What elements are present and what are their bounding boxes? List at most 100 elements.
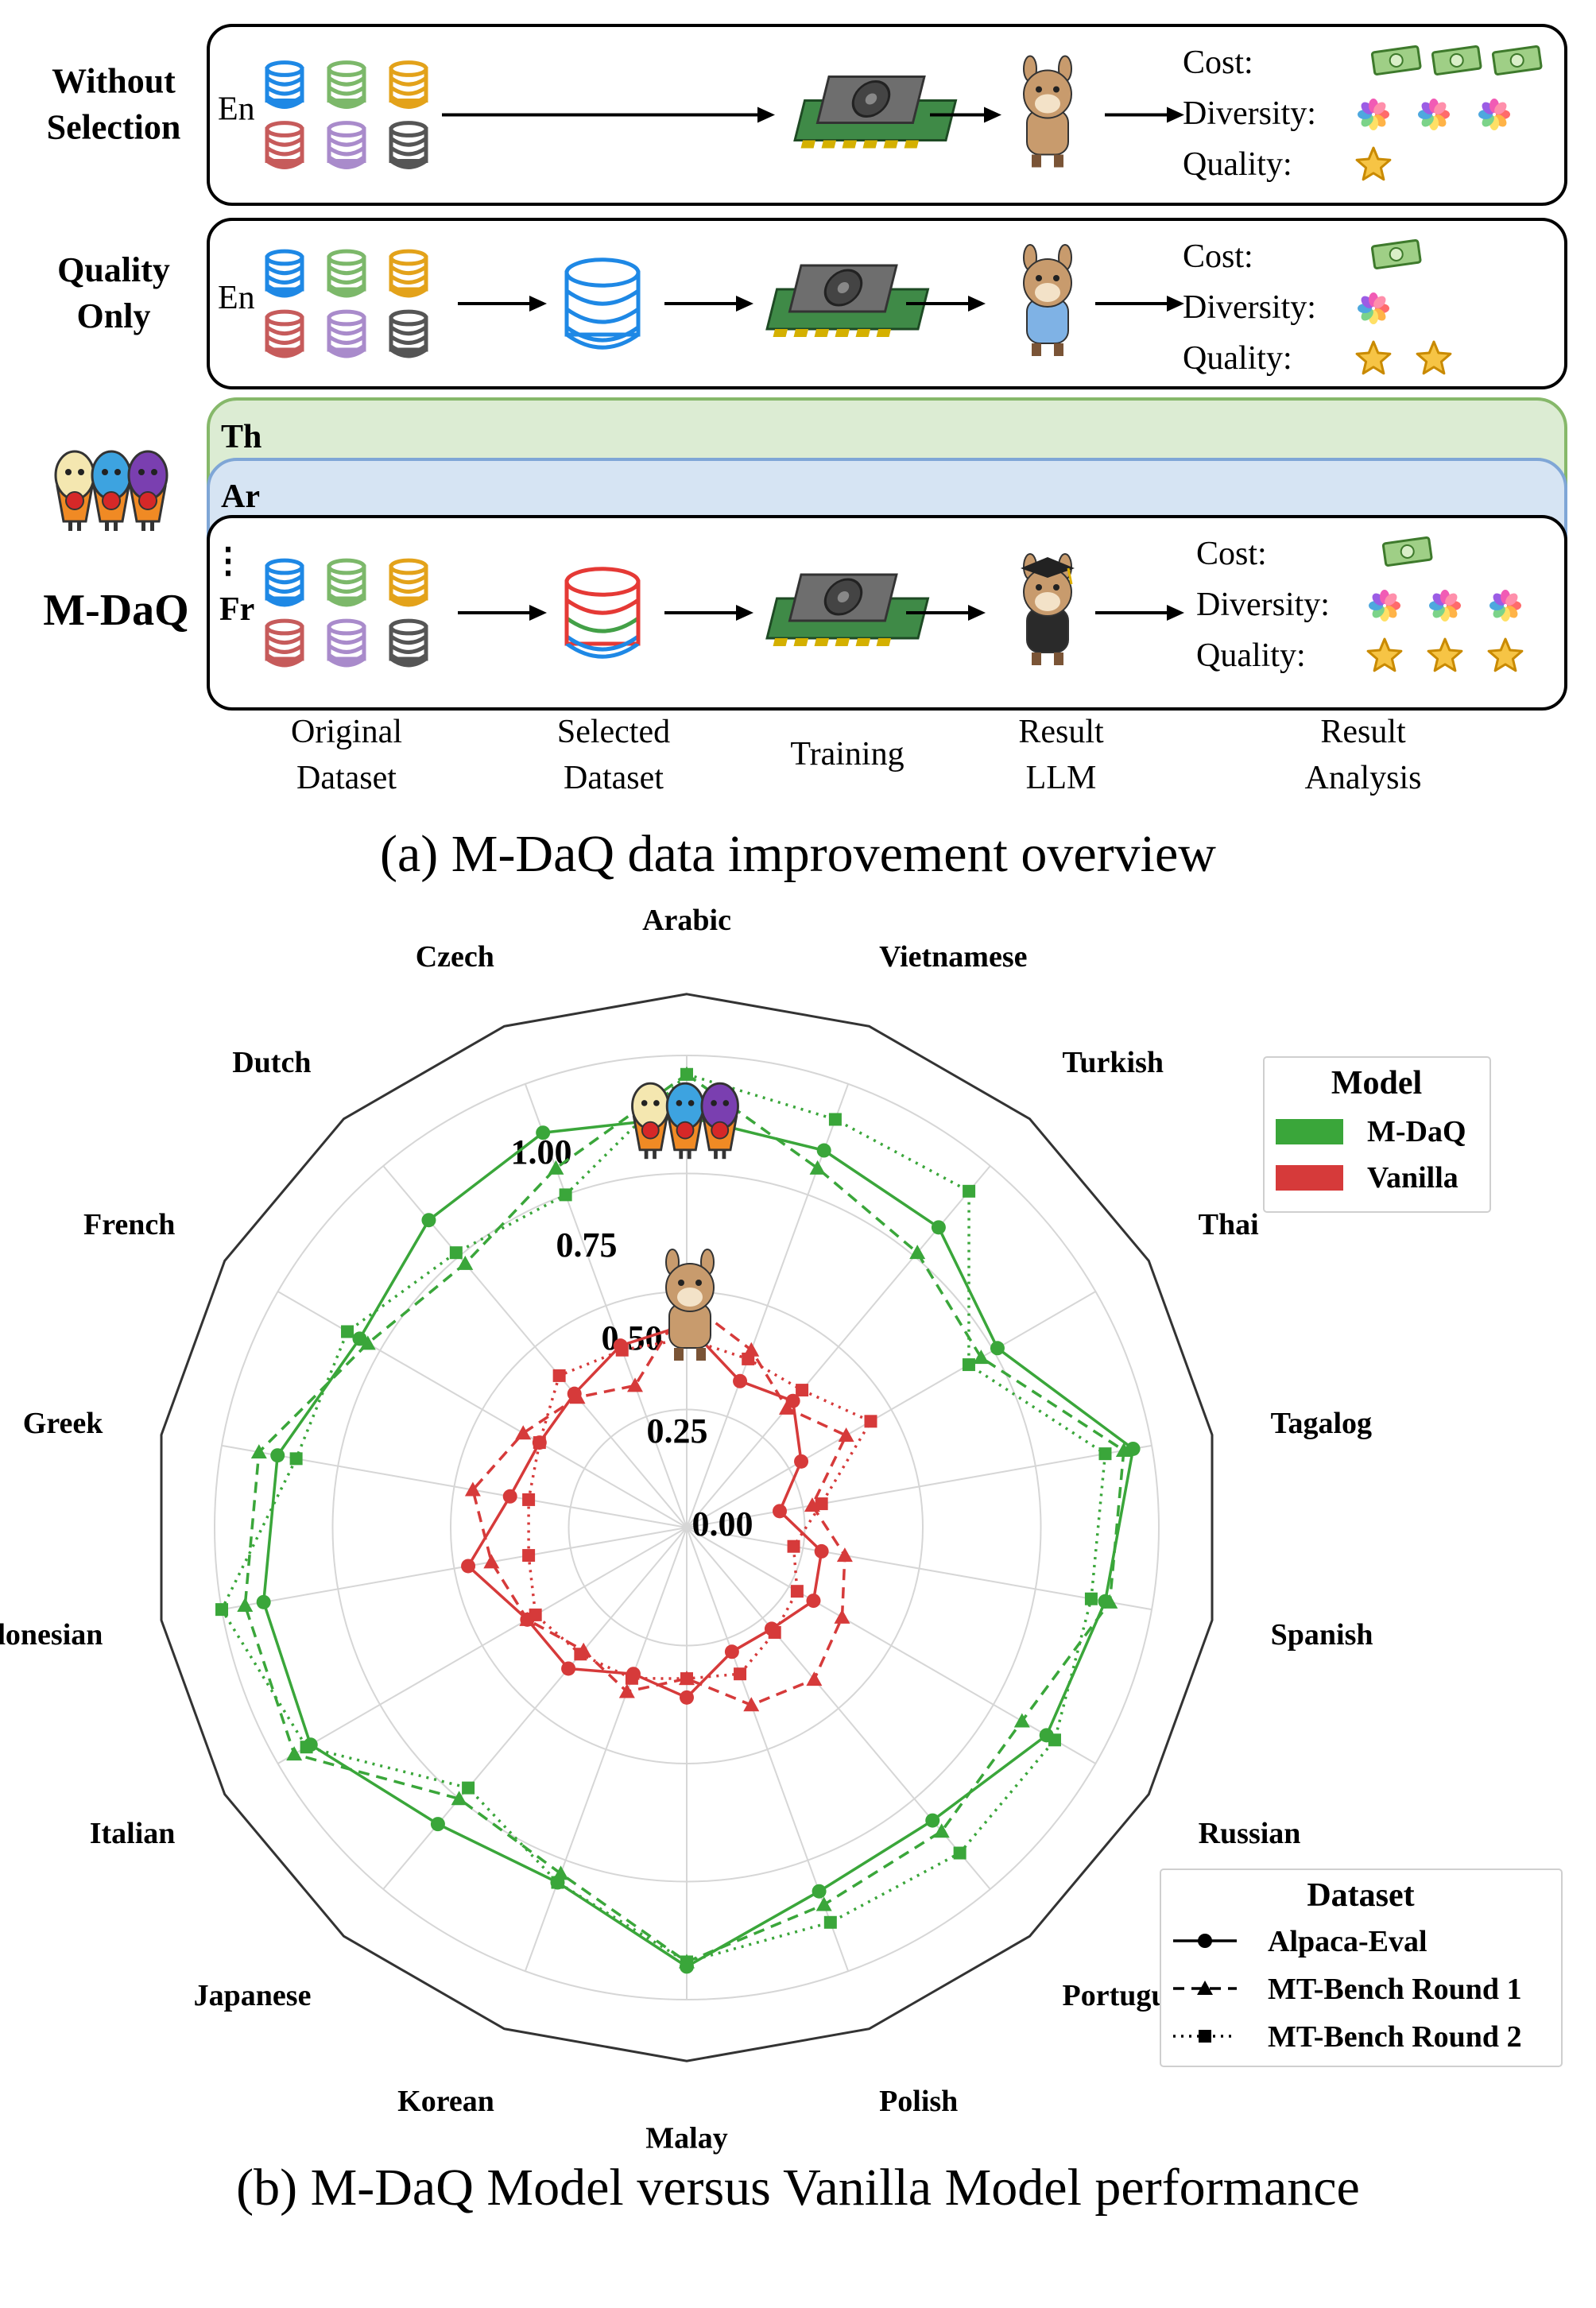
- stage-label-line1: Original: [291, 714, 402, 750]
- money-icon: [1370, 238, 1422, 269]
- cylinder-band: [327, 344, 366, 354]
- flower-petal: [1445, 593, 1458, 606]
- figure-a-caption: (a) M-DaQ data improvement overview: [380, 825, 1216, 883]
- row-label: M-DaQ: [43, 586, 189, 635]
- mascot-leg: [722, 1149, 726, 1160]
- star-icon: [1355, 340, 1392, 375]
- cylinder-band: [565, 634, 640, 652]
- data-point-square: [215, 1603, 229, 1617]
- radial-tick-label: 0.00: [692, 1504, 753, 1543]
- llama-eye: [678, 1280, 684, 1286]
- data-point-square: [953, 1846, 967, 1860]
- cylinder-band: [265, 137, 304, 147]
- cylinder-band: [327, 325, 366, 336]
- mascot-leg: [114, 521, 118, 531]
- cylinder-top: [327, 558, 366, 575]
- data-point-circle: [785, 1393, 800, 1408]
- money-seal: [1389, 52, 1404, 68]
- llama-leg: [1032, 154, 1041, 168]
- cylinder-band: [265, 85, 304, 96]
- database-icon: [389, 309, 428, 358]
- category-label: French: [83, 1208, 175, 1241]
- mascot-eye: [65, 469, 72, 475]
- legend-title: Dataset: [1307, 1877, 1414, 1914]
- star-icon: [1355, 146, 1392, 181]
- arrow-head-icon: [968, 605, 986, 621]
- money-seal: [1400, 544, 1415, 559]
- ellipsis-icon: ⋮: [211, 541, 246, 580]
- data-point-triangle: [286, 1746, 303, 1761]
- data-point-circle: [502, 1489, 517, 1504]
- data-point-triangle: [909, 1245, 926, 1260]
- star-icon: [1366, 637, 1403, 672]
- cylinder-bottom: [265, 656, 304, 668]
- category-label: Vietnamese: [879, 940, 1027, 974]
- data-point-circle: [561, 1661, 576, 1676]
- cylinder-bottom: [389, 99, 428, 109]
- mascot-eye: [688, 1100, 695, 1106]
- cylinder-band: [389, 274, 428, 285]
- llama-leg: [1054, 343, 1063, 356]
- data-point-triangle: [834, 1609, 850, 1624]
- llama-leg: [696, 1348, 706, 1361]
- cylinder-bottom: [389, 347, 428, 358]
- data-point-square: [962, 1358, 975, 1372]
- database-icon: [265, 60, 304, 109]
- radar-spoke: [277, 1527, 688, 1764]
- mascot-badge: [711, 1121, 730, 1140]
- gpu-pin: [842, 140, 858, 149]
- grad-tassel: [1067, 567, 1073, 585]
- arrow-head-icon: [736, 296, 753, 312]
- mascot-badge: [138, 491, 157, 510]
- radial-tick-label: 0.50: [602, 1319, 663, 1357]
- llama-eye: [1036, 86, 1042, 93]
- data-point-circle: [1125, 1441, 1141, 1456]
- radar-spoke: [686, 1444, 1152, 1528]
- cost-label: Cost:: [1183, 238, 1253, 275]
- category-label: Korean: [397, 2085, 494, 2118]
- llama-leg: [1032, 343, 1041, 356]
- radar-spoke: [686, 1083, 850, 1528]
- cylinder-bottom: [265, 99, 304, 109]
- flower-petal: [1373, 296, 1386, 308]
- category-label: Polish: [879, 2085, 958, 2118]
- cylinder-top: [389, 249, 428, 266]
- cylinder-band: [389, 145, 428, 157]
- cylinder-band: [265, 284, 304, 294]
- database-icon: [327, 558, 366, 607]
- cylinder-band: [265, 634, 304, 645]
- data-point-square: [552, 1369, 566, 1382]
- mascot-eye: [722, 1100, 730, 1106]
- data-point-triangle: [778, 1400, 795, 1415]
- data-point-square: [529, 1608, 542, 1621]
- gpu-pin: [855, 638, 871, 646]
- llama-eye: [1053, 584, 1059, 591]
- data-point-triangle: [618, 1683, 635, 1698]
- data-point-triangle: [1102, 1594, 1118, 1609]
- cylinder-band: [327, 155, 366, 166]
- data-point-square: [680, 1672, 693, 1686]
- flower-icon: [1418, 99, 1450, 130]
- data-point-circle: [931, 1220, 946, 1235]
- cylinder-top: [327, 60, 366, 77]
- data-point-square: [768, 1625, 781, 1639]
- database-icon: [265, 558, 304, 607]
- legend-item-label: MT-Bench Round 2: [1268, 2020, 1522, 2054]
- cylinder-band: [389, 95, 428, 106]
- cylinder-bottom: [565, 641, 640, 659]
- radar-series: [215, 1067, 1112, 1969]
- radar-spoke: [686, 1527, 1152, 1611]
- data-point-square: [522, 1493, 536, 1506]
- flower-petal: [1434, 102, 1447, 114]
- mascot-leg: [714, 1149, 718, 1160]
- money-icon: [1370, 45, 1422, 76]
- flower-icon: [1478, 99, 1510, 130]
- llama-icon: [1023, 244, 1072, 356]
- category-label: Tagalog: [1271, 1407, 1372, 1440]
- llama-muzzle: [1035, 592, 1060, 611]
- cylinder-band: [389, 583, 428, 594]
- mdaq-mascots-icon: [631, 1082, 739, 1160]
- data-point-triangle: [809, 1160, 826, 1175]
- legend-item-label: MT-Bench Round 1: [1268, 1973, 1522, 2006]
